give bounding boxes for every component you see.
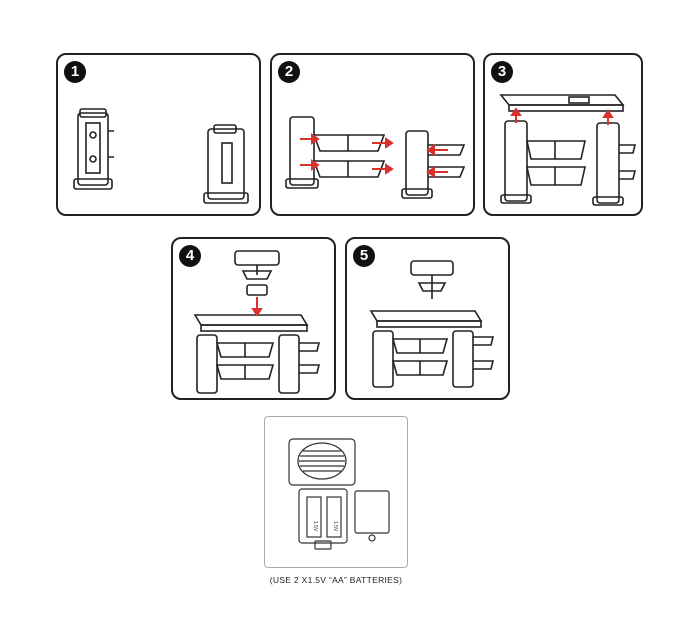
step-5-badge: 5 [353, 245, 375, 267]
step-3-badge: 3 [491, 61, 513, 83]
battery-compartment-illustration: 1.5V 1.5V [288, 438, 390, 550]
step-2-badge: 2 [278, 61, 300, 83]
step-2-arrows [300, 133, 448, 178]
step-1-panel: 1 [56, 53, 261, 216]
step-4-badge: 4 [179, 245, 201, 267]
step-3-arrows [510, 107, 614, 125]
step-2-illustration [285, 116, 466, 199]
step-5-panel: 5 [345, 237, 510, 400]
step-1-illustration [73, 108, 249, 204]
battery-compartment-panel: 1.5V 1.5V [264, 416, 408, 568]
speaker-grille-icon [299, 450, 345, 472]
battery-caption: (USE 2 X1.5V “AA” BATTERIES) [269, 575, 403, 585]
battery-cell-label-right: 1.5V [332, 521, 338, 532]
battery-cell-label-left: 1.5V [312, 521, 318, 532]
step-2-panel: 2 [270, 53, 475, 216]
step-3-illustration [499, 94, 637, 206]
step-3-panel: 3 [483, 53, 643, 216]
step-4-arrows [251, 297, 263, 317]
step-4-illustration [193, 250, 321, 394]
step-5-illustration [369, 260, 495, 388]
step-1-badge: 1 [64, 61, 86, 83]
step-4-panel: 4 [171, 237, 336, 400]
